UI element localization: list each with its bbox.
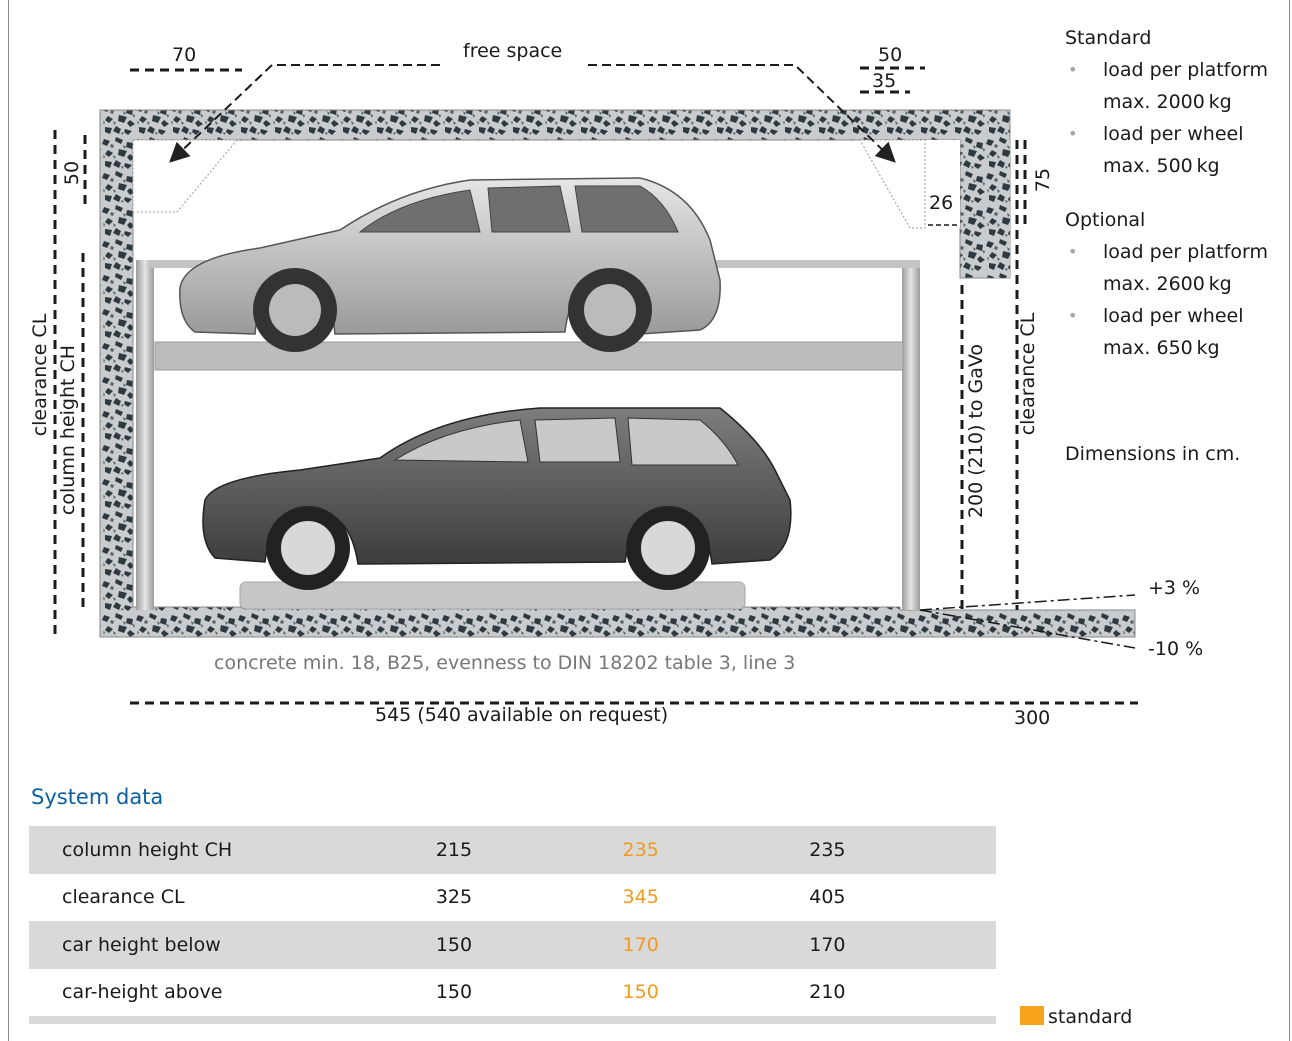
free-space-arrows [169,64,896,163]
upper-car [179,177,721,352]
list-item: max. 2600 kg [1103,273,1232,295]
width-ramp-label: 300 [1014,707,1051,729]
cell-value: 215 [435,826,623,874]
slope-lines [919,224,1136,649]
lower-car [202,407,792,590]
column-height-label: column height CH [57,344,79,516]
legend: standard [1020,1005,1132,1029]
legend-label: standard [1048,1006,1133,1028]
dim-70-label: 70 [172,44,197,66]
clearance-left-label: clearance CL [29,313,51,437]
cell-value: 170 [809,921,996,969]
cell-value: 150 [435,981,473,1004]
gavo-label: 200 (210) to GaVo [965,343,987,519]
cell-value: 325 [435,886,473,909]
table-row: car-height above 150 150 210 [29,969,996,1017]
row-label: clearance CL [62,886,185,909]
system-data-table: column height CH 215 235 235 clearance C… [29,826,996,1016]
spec-panel: Standard load per platform max. 2000 kg … [1065,22,1290,470]
dim-50-left-label: 50 [61,160,83,186]
cell-value-standard: 345 [622,886,659,909]
width-main-label: 545 (540 available on request) [375,704,669,726]
table-bottom-rule [29,1016,996,1024]
cell-value: 150 [435,921,623,969]
row-label: car height below [29,921,436,969]
standard-swatch [1020,1006,1044,1025]
dim-26-label: 26 [929,192,954,214]
list-item: max. 2000 kg [1103,91,1232,113]
cell-value-standard: 170 [622,921,810,969]
list-item: load per platform [1065,54,1290,86]
dim-75-label: 75 [1032,167,1054,193]
dimensions-note: Dimensions in cm. [1065,443,1241,465]
list-item: load per platform [1065,236,1290,268]
table-row: clearance CL 325 345 405 [29,874,996,922]
list-item: max. 650 kg [1103,337,1220,359]
optional-heading: Optional [1065,209,1146,231]
slope-down-label: -10 % [1148,638,1204,660]
cell-value: 210 [809,981,846,1004]
table-row: car height below 150 170 170 [29,921,996,969]
page-frame [8,0,1290,1041]
clearance-right-label: clearance CL [1017,312,1039,436]
parking-system [136,260,920,610]
cell-value-standard: 150 [622,981,659,1004]
slope-up-label: +3 % [1148,577,1201,599]
list-item: load per wheel [1065,300,1290,332]
dim-50-top-label: 50 [878,44,903,66]
list-item: load per wheel [1065,118,1290,150]
cell-value: 405 [809,886,846,909]
system-data-title: System data [31,785,164,809]
list-item: max. 500 kg [1103,155,1220,177]
table-row: column height CH 215 235 235 [29,826,996,874]
concrete-note: concrete min. 18, B25, evenness to DIN 1… [214,652,796,674]
optional-list: load per platform max. 2600 kg load per … [1065,236,1290,364]
free-space-label: free space [463,40,563,62]
standard-list: load per platform max. 2000 kg load per … [1065,54,1290,182]
cell-value: 235 [809,826,996,874]
cell-value-standard: 235 [622,826,810,874]
row-label: car-height above [62,981,223,1004]
row-label: column height CH [29,826,436,874]
standard-heading: Standard [1065,27,1152,49]
dim-35-label: 35 [872,70,897,92]
dimension-lines [53,66,1138,705]
